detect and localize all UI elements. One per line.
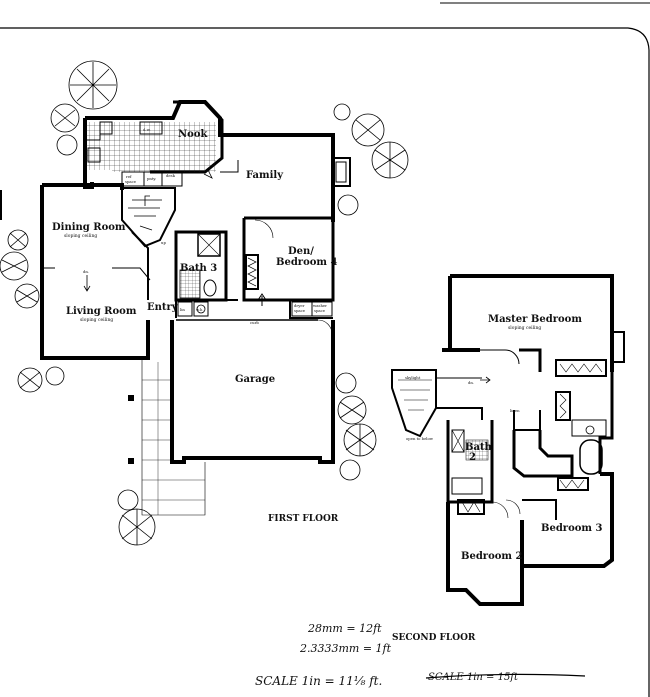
second-floor-plan xyxy=(391,274,625,606)
label-linen: linen xyxy=(510,408,520,413)
label-desk: desk xyxy=(166,173,176,178)
label-dryer-space: space xyxy=(294,308,306,313)
label-living-room: Living Room xyxy=(66,306,137,317)
label-living-note: sloping ceiling xyxy=(80,317,113,323)
label-ref-space: space xyxy=(125,179,137,184)
first-floor-plan xyxy=(0,100,351,516)
nook-tile-floor xyxy=(112,122,216,172)
scale-note-mm: 28mm = 12ft xyxy=(307,622,382,635)
label-family: Family xyxy=(246,170,284,181)
label-dryer: dryer xyxy=(294,303,305,308)
label-dw: d.w. xyxy=(143,127,151,132)
label-dn: dn. xyxy=(83,269,89,274)
label-bedroom-4: Bedroom 4 xyxy=(276,257,337,268)
label-skylight: skylight xyxy=(405,375,421,380)
first-floor-title: FIRST FLOOR xyxy=(268,514,339,524)
landscape-trees xyxy=(0,60,409,546)
label-den: Den/ xyxy=(288,246,314,257)
label-dining-room: Dining Room xyxy=(52,222,126,233)
label-nook: Nook xyxy=(178,129,208,140)
strike-through-line xyxy=(425,673,586,679)
label-bath-2: Bath xyxy=(465,442,493,453)
scale-note-inch: SCALE 1in = 11⅛ ft. xyxy=(255,674,382,688)
label-bedroom-3: Bedroom 3 xyxy=(541,523,602,534)
label-dining-note: sloping ceiling xyxy=(64,233,97,239)
label-up: up xyxy=(161,240,166,245)
label-pantry: pnty. xyxy=(147,176,156,181)
label-garage: Garage xyxy=(235,374,275,385)
label-bath-3: Bath 3 xyxy=(180,263,217,274)
label-bedroom-2: Bedroom 2 xyxy=(461,551,522,562)
label-water-heater: w.h. xyxy=(196,307,204,312)
label-master-bedroom: Master Bedroom xyxy=(488,314,582,325)
label-linen-first: lin xyxy=(180,307,185,312)
page-border xyxy=(0,27,650,697)
label-washer: washer xyxy=(313,303,327,308)
label-washer-space: space xyxy=(314,308,326,313)
second-floor-title: SECOND FLOOR xyxy=(392,633,476,643)
scale-note-mm-per-ft: 2.3333mm = 1ft xyxy=(299,642,392,655)
label-open-to-below: open to below xyxy=(406,436,434,441)
label-master-note: sloping ceiling xyxy=(508,325,541,331)
label-curb: curb xyxy=(250,320,259,325)
scale-note-struck: SCALE 1in = 15ft xyxy=(428,672,519,683)
label-bath-2-number: 2 xyxy=(469,452,476,463)
label-dn-second: dn. xyxy=(468,380,474,385)
scale-notes: 28mm = 12ft 2.3333mm = 1ft SCALE 1in = 1… xyxy=(255,622,586,688)
label-entry: Entry xyxy=(147,302,179,313)
room-labels: Nook Family Dining Room sloping ceiling … xyxy=(52,127,602,643)
label-ref: ref xyxy=(126,174,132,179)
